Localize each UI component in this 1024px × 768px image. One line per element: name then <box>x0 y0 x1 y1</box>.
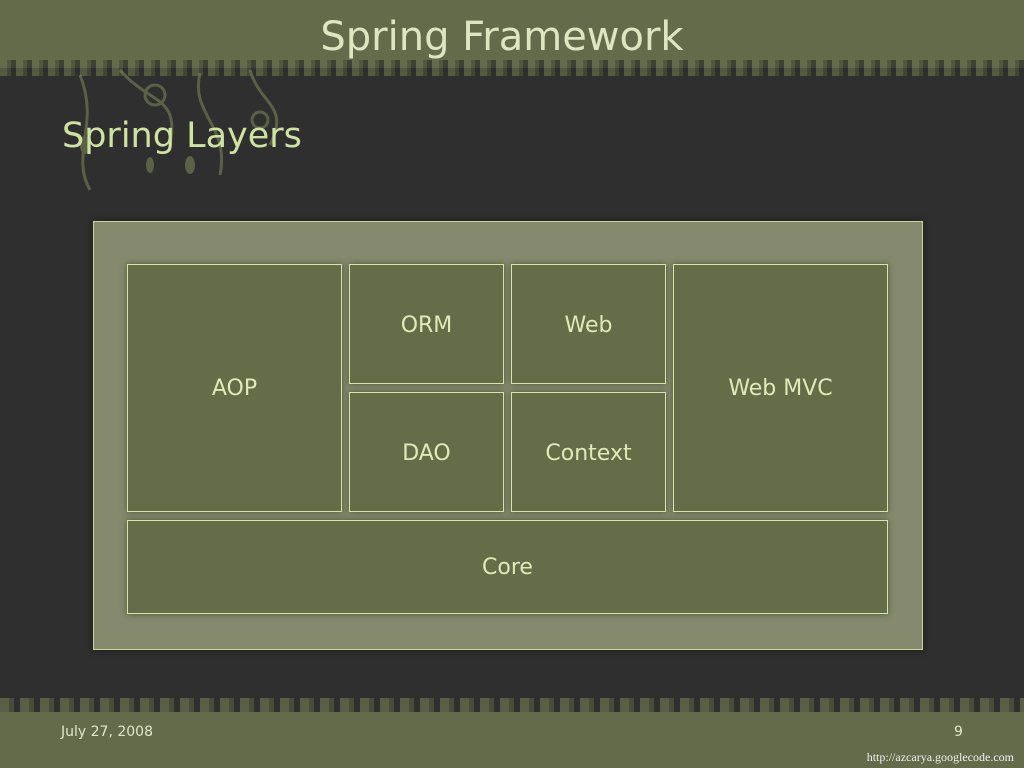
layer-aop: AOP <box>127 264 342 512</box>
presentation-title: Spring Framework <box>320 14 684 60</box>
layer-dao: DAO <box>349 392 504 512</box>
header-band <box>0 0 1024 68</box>
layer-core: Core <box>127 520 888 614</box>
layer-web: Web <box>511 264 666 384</box>
layer-web-mvc: Web MVC <box>673 264 888 512</box>
footer-grunge-edge <box>0 698 1024 714</box>
footer-band <box>0 712 1024 768</box>
layer-context: Context <box>511 392 666 512</box>
footer-url: http://azcarya.googlecode.com <box>866 750 1014 764</box>
slide-title: Spring Layers <box>62 116 302 156</box>
header-grunge-edge <box>0 60 1024 76</box>
slide-number: 9 <box>954 724 963 740</box>
layer-orm: ORM <box>349 264 504 384</box>
vine-decoration-icon <box>78 69 279 191</box>
footer-date: July 27, 2008 <box>61 724 153 740</box>
